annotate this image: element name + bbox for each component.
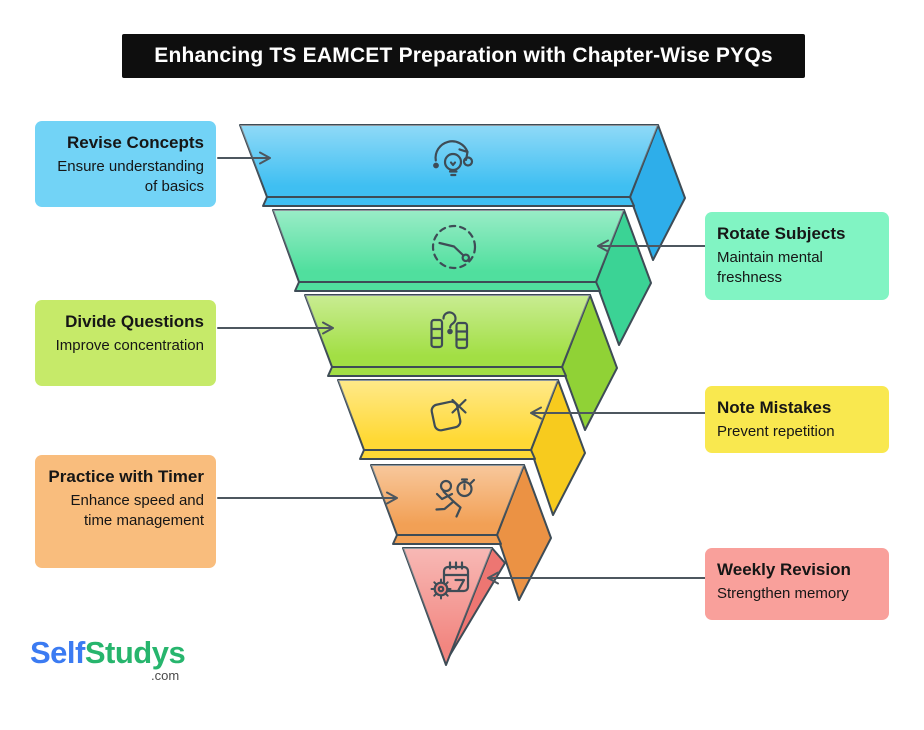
funnel-layer-weekly-revision — [402, 547, 506, 666]
logo-part2: Studys — [84, 635, 186, 670]
layer1-shine — [240, 125, 658, 197]
selfstudys-logo: SelfStudys .com — [30, 635, 186, 683]
square-x-icon — [430, 398, 467, 432]
callout-title: Weekly Revision — [717, 560, 851, 579]
arrow-rotate-subjects — [597, 239, 706, 253]
callout-title: Note Mistakes — [717, 398, 832, 417]
callout-title: Revise Concepts — [67, 133, 204, 152]
logo-part1: Self — [30, 635, 85, 670]
arrow-revise-concepts — [217, 151, 271, 165]
callout-note-mistakes: Note Mistakes Prevent repetition — [705, 386, 889, 453]
callout-description: Improve concentration — [55, 336, 204, 354]
arrow-practice-with-timer — [217, 491, 398, 505]
arrow-divide-questions — [217, 321, 334, 335]
layer3-bottom-lip — [327, 366, 567, 377]
layer4-bottom-lip — [359, 449, 536, 460]
callout-description: Maintain mental freshness — [717, 248, 823, 287]
title-banner: Enhancing TS EAMCET Preparation with Cha… — [122, 34, 805, 78]
funnel-layer-rotate-subjects — [272, 209, 652, 346]
callout-description: Ensure understanding of basics — [57, 157, 204, 196]
layer1-bottom-lip — [262, 196, 635, 207]
callout-revise-concepts: Revise Concepts Ensure understanding of … — [35, 121, 216, 207]
callout-description: Strengthen memory — [717, 584, 849, 602]
layer6-shine — [403, 548, 492, 665]
callout-title: Divide Questions — [65, 312, 204, 331]
callout-title: Practice with Timer — [48, 467, 204, 486]
callout-title: Rotate Subjects — [717, 224, 846, 243]
page-title: Enhancing TS EAMCET Preparation with Cha… — [154, 44, 773, 67]
funnel-layer-divide-questions — [304, 294, 618, 431]
question-columns-icon — [430, 311, 469, 350]
funnel-layer-note-mistakes — [337, 379, 586, 516]
arrow-weekly-revision — [487, 571, 706, 585]
clock-rotation-icon — [431, 224, 477, 270]
callout-weekly-revision: Weekly Revision Strengthen memory — [705, 548, 889, 620]
layer2-bottom-lip — [294, 281, 601, 292]
connector-arrows — [217, 151, 706, 585]
callout-description: Enhance speed and time management — [70, 491, 204, 530]
arrow-note-mistakes — [530, 406, 706, 420]
logo-suffix: .com — [151, 667, 180, 683]
runner-stopwatch-icon — [435, 478, 476, 518]
callout-practice-with-timer: Practice with Timer Enhance speed and ti… — [35, 455, 216, 568]
funnel-layer-practice-with-timer — [370, 464, 552, 601]
idea-refresh-icon — [433, 140, 474, 177]
callout-divide-questions: Divide Questions Improve concentration — [35, 300, 216, 386]
calendar-gear-icon — [430, 561, 470, 600]
funnel-layer-revise-concepts — [239, 124, 686, 261]
callout-description: Prevent repetition — [717, 422, 835, 440]
layer5-bottom-lip — [392, 534, 502, 545]
callout-rotate-subjects: Rotate Subjects Maintain mental freshnes… — [705, 212, 889, 300]
layer5-shine — [371, 465, 524, 535]
layer4-shine — [338, 380, 558, 450]
